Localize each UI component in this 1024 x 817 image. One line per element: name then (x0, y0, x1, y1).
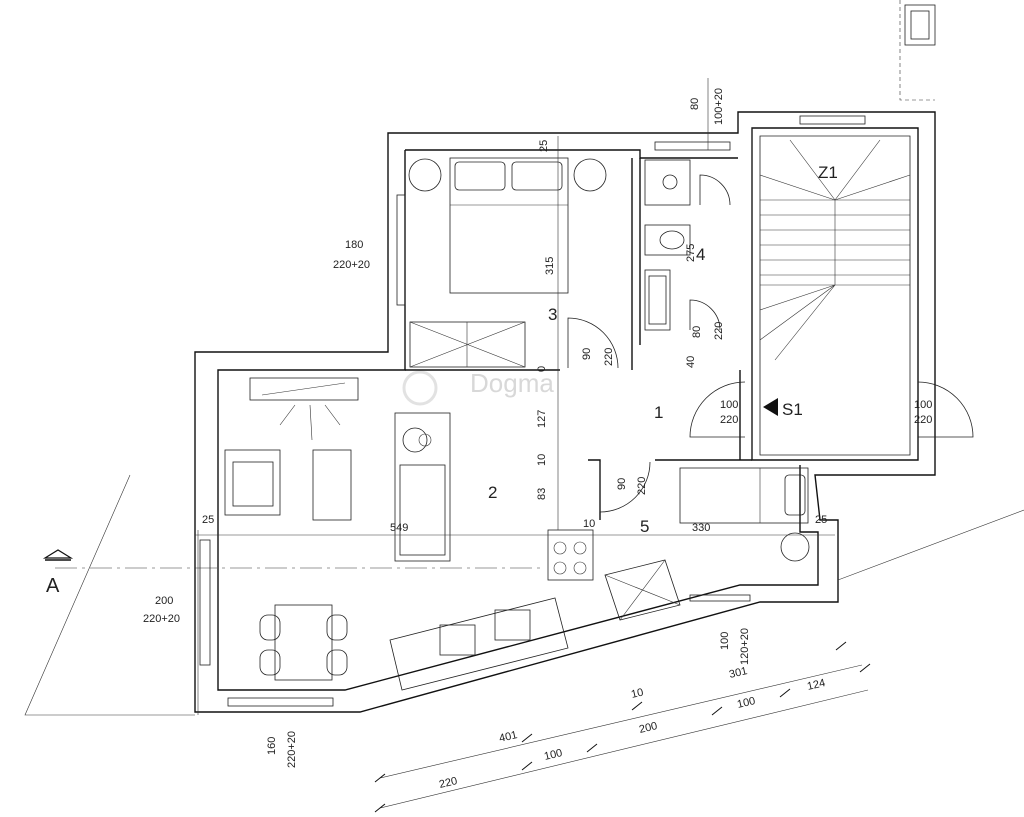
dim-bed-window-h: 220+20 (333, 259, 370, 271)
kitchen (389, 529, 681, 691)
dim-stair-door-w: 100 (914, 399, 932, 411)
entry-label: S1 (782, 400, 803, 419)
dim-220-bath: 220 (713, 322, 725, 340)
entry-arrow-icon (763, 398, 778, 416)
section-label: A (46, 575, 60, 597)
dim-kitchen-window-h: 120+20 (739, 628, 751, 665)
dim-chain2-100a: 100 (543, 747, 564, 763)
dim-83: 83 (536, 488, 548, 500)
dim-chain2-124: 124 (806, 677, 827, 693)
dim-top-window-w: 80 (689, 98, 701, 110)
dim-80: 80 (691, 326, 703, 338)
dimension-texts: 80 100+20 180 220+20 25 315 275 220 80 4… (143, 88, 932, 791)
dim-door3-h: 220 (603, 348, 615, 366)
section-marker-a: A (42, 549, 74, 597)
dim-door-mid-w: 90 (616, 478, 628, 490)
dimension-lines (24, 78, 1024, 813)
room-2-label: 2 (488, 483, 497, 502)
dim-stair-door-h: 220 (914, 414, 932, 426)
dim-door3-w: 90 (581, 348, 593, 360)
dim-275: 275 (685, 244, 697, 262)
dim-entry-door-h: 220 (720, 414, 738, 426)
room-labels: 1 2 3 4 5 Z1 S1 (488, 163, 838, 536)
dim-chain1-301: 301 (728, 665, 749, 681)
dim-chain2-200: 200 (638, 720, 659, 736)
dim-40: 40 (685, 356, 697, 368)
dim-25-top: 25 (538, 140, 550, 152)
dim-330: 330 (692, 522, 710, 534)
dim-bed-window-w: 180 (345, 239, 363, 251)
watermark: Dogma (402, 368, 554, 406)
dim-chain1-10: 10 (630, 686, 645, 700)
dim-living-window-h: 220+20 (143, 613, 180, 625)
watermark-text: Dogma (470, 368, 554, 398)
dining-furniture (259, 604, 348, 681)
dim-chain1-401: 401 (498, 729, 519, 745)
exterior-walls (194, 111, 936, 713)
windows (199, 0, 936, 707)
bedroom-furniture (408, 157, 607, 368)
dim-bottom-window-w: 160 (266, 737, 278, 755)
dim-entry-door-w: 100 (720, 399, 738, 411)
dim-127: 127 (536, 410, 548, 428)
room-3-label: 3 (548, 305, 557, 324)
dim-10a: 10 (536, 454, 548, 466)
room-5-label: 5 (640, 517, 649, 536)
dim-bottom-window-h: 220+20 (286, 731, 298, 768)
dim-chain2-100b: 100 (736, 695, 757, 711)
dim-kitchen-window-w: 100 (719, 632, 731, 650)
dim-25-right: 25 (815, 514, 827, 526)
dim-0: 0 (536, 366, 548, 372)
staircase (759, 135, 911, 456)
dim-chain2-220: 220 (438, 775, 459, 791)
doors (567, 174, 974, 513)
dim-bed-depth: 315 (544, 257, 556, 275)
dim-top-window-h: 100+20 (713, 88, 725, 125)
dim-living-window-w: 200 (155, 595, 173, 607)
hall-furniture (679, 467, 810, 562)
dim-10b: 10 (583, 518, 595, 530)
bathroom-fixtures (644, 159, 691, 331)
living-furniture (224, 377, 451, 562)
dim-door-mid-h: 220 (636, 477, 648, 495)
dim-549: 549 (390, 522, 408, 534)
room-1-label: 1 (654, 403, 663, 422)
dim-25-left: 25 (202, 514, 214, 526)
stair-label: Z1 (818, 163, 838, 182)
room-4-label: 4 (696, 245, 705, 264)
